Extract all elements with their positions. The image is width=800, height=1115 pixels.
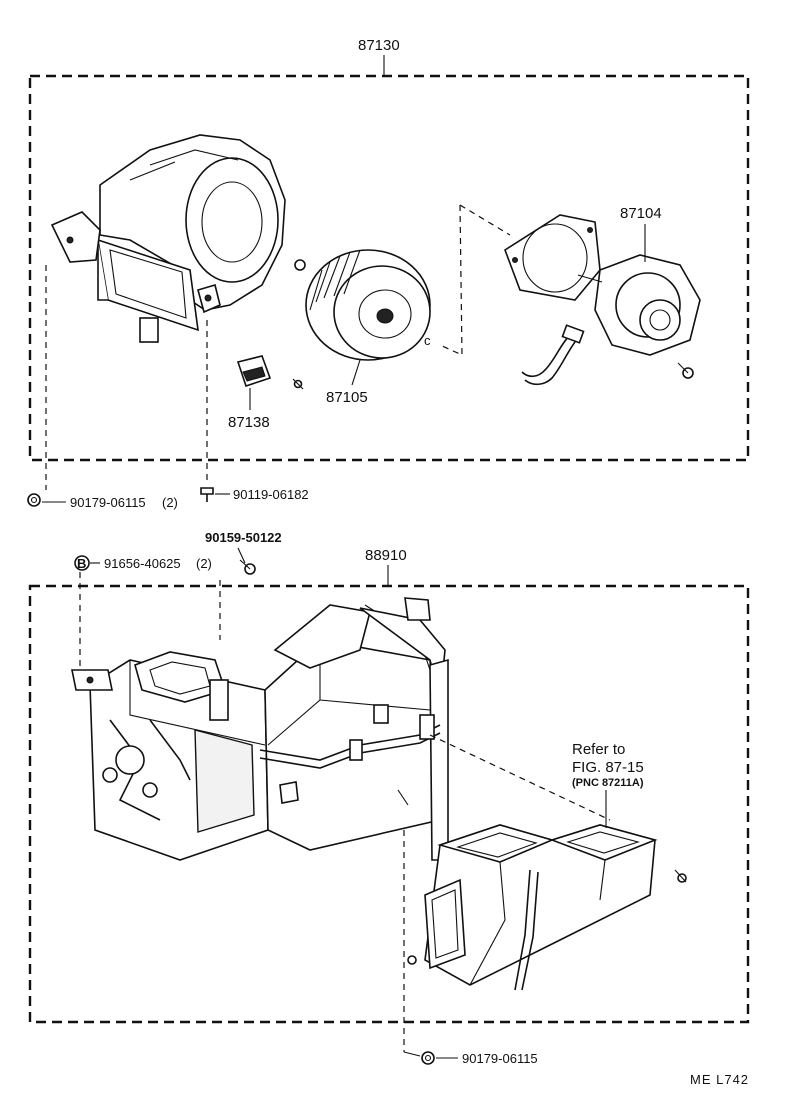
nut-left-qty: (2) — [162, 495, 178, 510]
gasket-drawing — [504, 214, 601, 301]
screw-top-number: 90159-50122 — [205, 530, 282, 545]
upper-assembly: 87130 — [28, 37, 750, 462]
resistor-drawing — [236, 355, 304, 390]
lower-assembly: 88910 — [28, 547, 750, 1066]
duct-drawing — [407, 824, 687, 991]
figure-code: ME L742 — [690, 1072, 749, 1087]
svg-text:c: c — [424, 333, 431, 348]
bolt-b-symbol: B — [77, 556, 86, 571]
heater-unit-drawing — [71, 597, 449, 861]
reference-line3: (PNC 87211A) — [572, 777, 644, 789]
bolt-b-number: 91656-40625 — [104, 556, 181, 571]
upper-fasteners: 90179-06115 (2) 90119-06182 — [27, 265, 309, 510]
nut-left-number: 90179-06115 — [70, 495, 146, 510]
screw-center-icon — [200, 487, 214, 495]
resistor-number: 87138 — [228, 414, 270, 431]
fan-motor-guide — [439, 204, 511, 356]
blower-housing-drawing — [50, 134, 286, 343]
lower-assembly-frame — [28, 584, 750, 1024]
fan-number: 87105 — [326, 389, 368, 406]
duct-guide — [429, 734, 611, 821]
reference-line1: Refer to — [572, 741, 625, 758]
reference-line2: FIG. 87-15 — [572, 759, 644, 776]
bolt-b-icon — [74, 555, 90, 571]
bolt-b-qty: (2) — [196, 556, 212, 571]
fan-drawing: c — [294, 249, 431, 361]
upper-assembly-number: 87130 — [358, 37, 400, 54]
upper-assembly-frame — [28, 74, 750, 462]
lower-assembly-number: 88910 — [365, 547, 407, 564]
middle-fasteners: 90159-50122 B 91656-40625 (2) — [74, 530, 282, 668]
blower-motor-number: 87104 — [620, 205, 662, 222]
nut-bottom-number: 90179-06115 — [462, 1051, 538, 1066]
washer-left — [294, 259, 306, 271]
blower-motor-drawing — [521, 254, 701, 386]
nut-bottom-icon — [421, 1051, 435, 1065]
nut-left-icon — [27, 493, 41, 507]
screw-center-number: 90119-06182 — [233, 487, 309, 502]
